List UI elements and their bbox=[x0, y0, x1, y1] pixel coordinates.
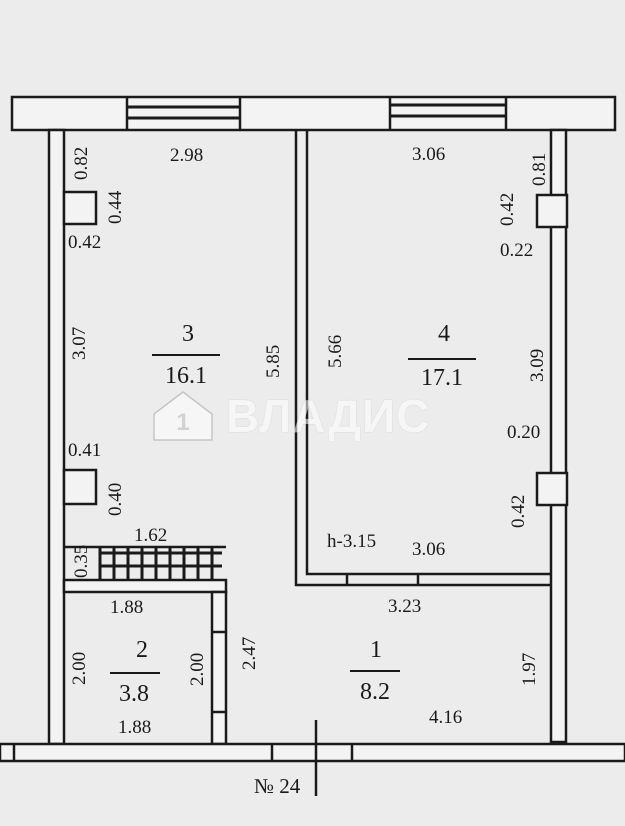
room-3-area: 16.1 bbox=[165, 363, 207, 389]
dim-2-98: 2.98 bbox=[170, 145, 204, 166]
dim-0-42-right-top: 0.42 bbox=[497, 192, 518, 226]
room-1-area: 8.2 bbox=[360, 679, 390, 705]
room-2-area: 3.8 bbox=[119, 681, 149, 707]
dim-4-16: 4.16 bbox=[429, 707, 463, 728]
room-2-fraction-line bbox=[110, 672, 160, 674]
dim-3-09: 3.09 bbox=[527, 348, 548, 382]
watermark: 1 ВЛАДИС bbox=[150, 388, 430, 444]
svg-text:1: 1 bbox=[176, 409, 189, 436]
dim-1-88-bottom: 1.88 bbox=[118, 717, 152, 738]
dim-0-22: 0.22 bbox=[500, 240, 534, 261]
dim-3-23: 3.23 bbox=[388, 596, 422, 617]
room-4-area: 17.1 bbox=[421, 365, 463, 391]
dim-h: h-3.15 bbox=[327, 531, 377, 552]
window-left bbox=[127, 105, 240, 120]
shower-grid bbox=[98, 547, 222, 580]
right-wall bbox=[549, 128, 568, 744]
room-3-fraction-line bbox=[152, 354, 220, 356]
dim-5-66: 5.66 bbox=[325, 334, 346, 368]
apartment-number: № 24 bbox=[254, 774, 301, 798]
left-wall bbox=[47, 128, 66, 746]
bathroom-walls bbox=[62, 545, 228, 746]
room-1-number: 1 bbox=[370, 637, 382, 663]
top-wall bbox=[10, 95, 617, 132]
room-4-number: 4 bbox=[438, 321, 450, 347]
window-right bbox=[390, 103, 506, 118]
dim-3-06-top: 3.06 bbox=[412, 144, 446, 165]
dim-0-42-left: 0.42 bbox=[68, 232, 102, 253]
niches bbox=[62, 190, 569, 507]
dim-0-42-right-bottom: 0.42 bbox=[508, 494, 529, 528]
dim-3-07: 3.07 bbox=[69, 326, 90, 360]
room-1-fraction-line bbox=[350, 670, 400, 672]
dim-1-97: 1.97 bbox=[519, 652, 540, 686]
dim-2-00-right: 2.00 bbox=[187, 652, 208, 686]
dim-0-35: 0.35 bbox=[71, 544, 92, 578]
room-3-number: 3 bbox=[182, 321, 194, 347]
dim-2-47: 2.47 bbox=[239, 636, 260, 670]
watermark-text: ВЛАДИС bbox=[226, 390, 431, 442]
house-logo-icon: 1 bbox=[153, 391, 213, 441]
dim-0-44: 0.44 bbox=[105, 190, 126, 224]
partition-3-4 bbox=[294, 130, 551, 587]
dim-0-81: 0.81 bbox=[529, 152, 550, 186]
room-4-fraction-line bbox=[408, 358, 476, 360]
dim-0-20: 0.20 bbox=[507, 422, 541, 443]
dim-0-82: 0.82 bbox=[71, 146, 92, 180]
dim-0-40: 0.40 bbox=[105, 482, 126, 516]
dim-1-62: 1.62 bbox=[134, 525, 168, 546]
dim-5-85: 5.85 bbox=[263, 344, 284, 378]
dim-3-06-bottom: 3.06 bbox=[412, 539, 446, 560]
bottom-wall bbox=[0, 742, 625, 763]
dim-2-00-left: 2.00 bbox=[69, 651, 90, 685]
dim-1-88-top: 1.88 bbox=[110, 597, 144, 618]
room-2-number: 2 bbox=[136, 637, 148, 663]
dim-0-41: 0.41 bbox=[68, 440, 102, 461]
